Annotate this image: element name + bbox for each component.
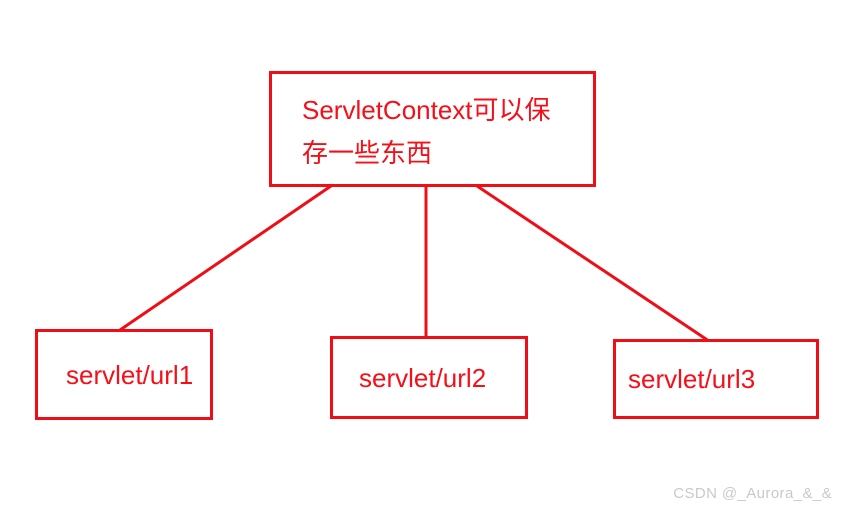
edge-root-to-url1 [117,183,334,333]
edge-root-to-url3 [474,183,709,342]
node-servletcontext-line1: ServletContext可以保 [302,95,551,125]
node-servlet-url1-label: servlet/url1 [66,359,194,390]
node-servlet-url3-label: servlet/url3 [628,364,756,394]
node-servlet-url2[interactable]: servlet/url2 [330,336,528,419]
csdn-watermark: CSDN @_Aurora_&_& [673,485,832,502]
node-servletcontext-line2: 存一些东西 [302,138,433,168]
node-servlet-url2-label: servlet/url2 [359,362,487,393]
node-servletcontext[interactable]: ServletContext可以保 存一些东西 [269,71,596,187]
node-servlet-url3[interactable]: servlet/url3 [613,339,819,419]
node-servlet-url1[interactable]: servlet/url1 [35,329,213,420]
